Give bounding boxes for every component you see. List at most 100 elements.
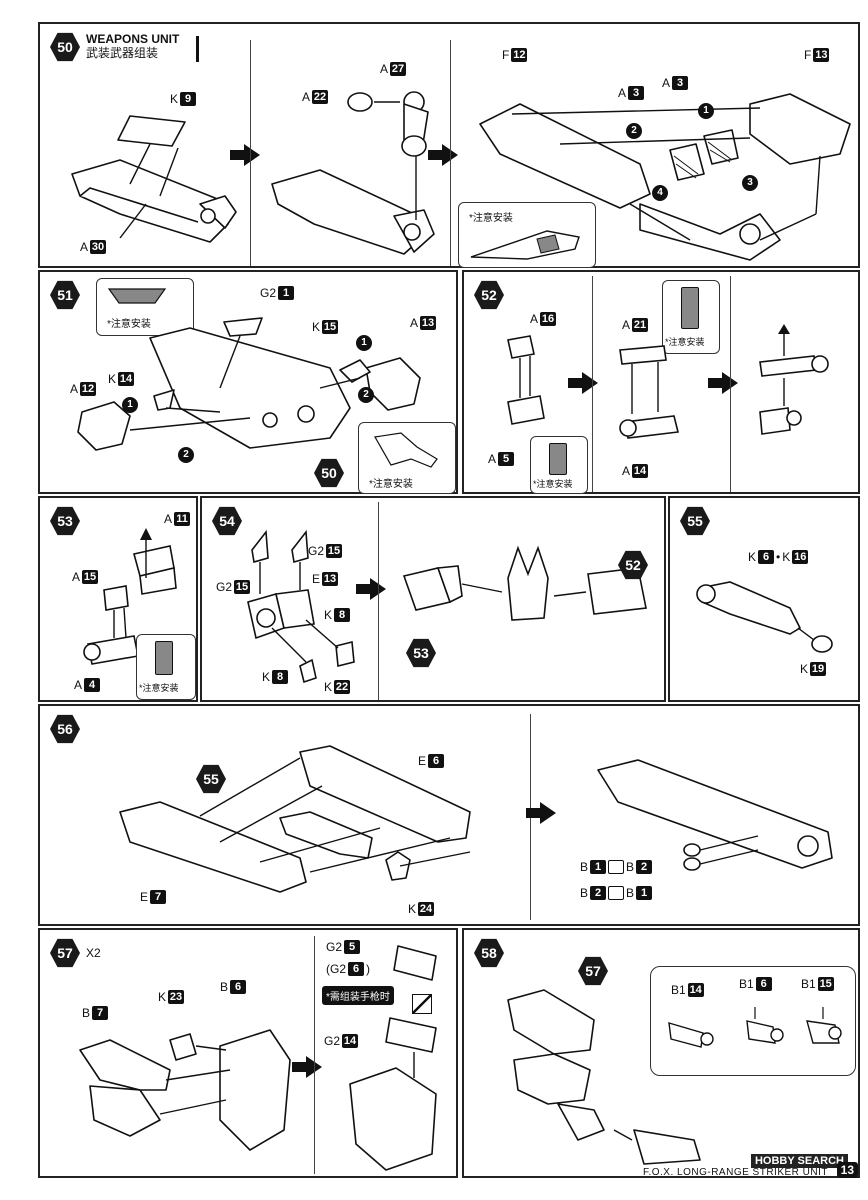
inset-careful-install: *注意安装 (358, 422, 456, 494)
footer-product-name: F.O.X. LONG-RANGE STRIKER UNIT (642, 1167, 828, 1178)
label-letter: B (626, 860, 635, 874)
label-letter: K (748, 550, 757, 564)
label-letter: E (140, 890, 149, 904)
part-drawing (681, 287, 699, 329)
order-badge-1b: 1 (122, 394, 138, 413)
part-drawing (77, 317, 421, 451)
label-letter: B (580, 860, 589, 874)
inset-careful-install: *注意安装 (96, 278, 194, 336)
label-number: 13 (322, 572, 339, 586)
note-need-handgun: *需组装手枪时 (322, 986, 394, 1005)
label-letter: K (262, 670, 271, 684)
step-number-58: 58 (474, 938, 504, 968)
inset-careful-install: *注意安装 (530, 436, 588, 494)
note-careful: *注意安装 (139, 683, 179, 693)
part-drawing (619, 345, 679, 439)
label-number: 3 (672, 76, 689, 90)
label-letter: K (324, 608, 333, 622)
order-number: 2 (178, 446, 194, 463)
ref-step-50: 50 (314, 458, 344, 488)
label-number: 4 (84, 678, 101, 692)
divider (314, 936, 315, 1174)
ref-step-53: 53 (406, 638, 436, 668)
label-number: 21 (632, 318, 649, 332)
label-number: 6 (428, 754, 445, 768)
label-number: 7 (92, 1006, 109, 1020)
label-number: 6 (755, 977, 772, 991)
label-letter: A (622, 318, 631, 332)
label-number: 15 (234, 580, 251, 594)
section-title: WEAPONS UNIT 武装武器组装 (86, 32, 179, 60)
label-number: 27 (390, 62, 407, 76)
part-drawing (271, 91, 435, 255)
label-number: 3 (628, 86, 645, 100)
label-paren: ) (366, 962, 371, 976)
step-number-55: 55 (680, 506, 710, 536)
note-careful: *注意安装 (369, 479, 413, 490)
step-number-56: 56 (50, 714, 80, 744)
order-badge-1: 1 (356, 332, 372, 351)
label-number: 14 (342, 1034, 359, 1048)
label-letter: A (70, 382, 79, 396)
label-letter: E (312, 572, 321, 586)
label-number: 1 (278, 286, 295, 300)
label-number: 6 (348, 962, 365, 976)
label-number: 5 (344, 940, 361, 954)
divider (378, 502, 379, 700)
label-number: 7 (150, 890, 167, 904)
label-letter: B (626, 886, 635, 900)
label-letter: B1 (739, 977, 754, 991)
label-number: 8 (272, 670, 289, 684)
label-number: 8 (334, 608, 351, 622)
label-letter: A (488, 452, 497, 466)
part-drawing (79, 1029, 291, 1151)
part-drawing (119, 745, 471, 893)
watermark-hobby-search: HOBBY SEARCH (750, 1154, 848, 1168)
label-number: 13 (813, 48, 830, 62)
label-number: 13 (420, 316, 437, 330)
label-number: 1 (590, 860, 607, 874)
part-drawing (696, 581, 833, 653)
label-number: 2 (590, 886, 607, 900)
label-letter: K (800, 662, 809, 676)
order-number: 3 (742, 174, 758, 191)
label-letter: F (804, 48, 812, 62)
label-number: 16 (540, 312, 557, 326)
label-letter: B (82, 1006, 91, 1020)
divider (196, 36, 199, 62)
label-letter: K (408, 902, 417, 916)
label-letter: K (324, 680, 333, 694)
label-number: 24 (418, 902, 435, 916)
label-letter: A (530, 312, 539, 326)
part-drawing (349, 945, 437, 1171)
part-drawing (507, 335, 545, 425)
section-title-en: WEAPONS UNIT (86, 32, 180, 46)
label-number: 19 (810, 662, 827, 676)
divider (450, 40, 451, 266)
label-letter: K (108, 372, 117, 386)
label-letter: B1 (671, 983, 686, 997)
step-number-50: 50 (50, 32, 80, 62)
label-letter: A (618, 86, 627, 100)
